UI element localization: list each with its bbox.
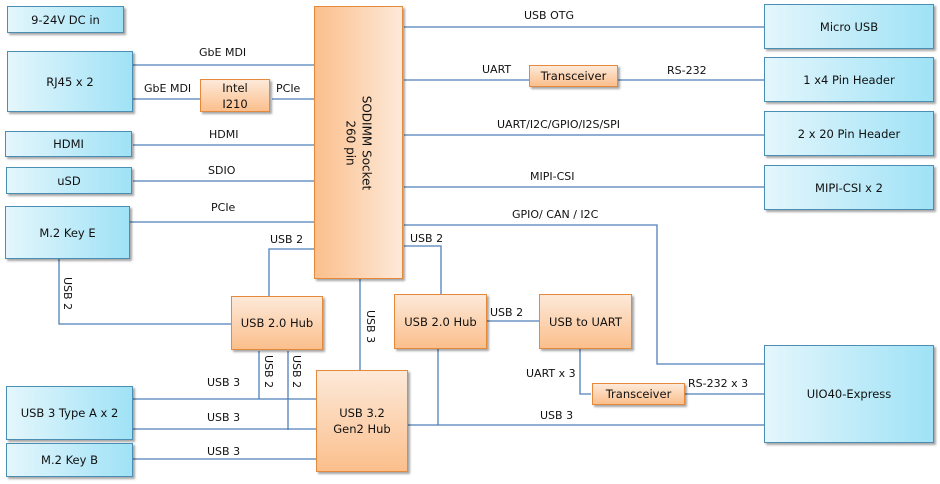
sodimm-pins-label: 260 pin <box>343 119 358 166</box>
usb32-hub-block: USB 3.2 Gen2 Hub <box>316 370 408 472</box>
rj45-label: RJ45 x 2 <box>46 74 94 89</box>
label-usb3-uio: USB 3 <box>540 409 574 422</box>
m2-key-e-block: M.2 Key E <box>5 206 130 259</box>
transceiver-bottom-block: Transceiver <box>592 383 685 405</box>
label-uart: UART <box>482 63 512 76</box>
line-usb2-sodimm-left <box>268 248 316 296</box>
label-pcie-m2e: PCIe <box>211 201 236 214</box>
label-usb3-m2b: USB 3 <box>207 445 241 458</box>
pin-header-1x4-block: 1 x4 Pin Header <box>764 57 934 102</box>
label-rs232-x3: RS-232 x 3 <box>688 377 749 390</box>
mipi-csi-x2-label: MIPI-CSI x 2 <box>815 180 883 195</box>
transceiver-top-label: Transceiver <box>540 69 607 83</box>
label-gpio-can: GPIO/ CAN / I2C <box>512 208 599 221</box>
line-uart-x3 <box>579 349 591 395</box>
label-usb3-typea-1: USB 3 <box>207 376 241 389</box>
label-mipi-csi: MIPI-CSI <box>530 170 575 183</box>
mipi-csi-x2-block: MIPI-CSI x 2 <box>764 165 934 210</box>
pin-header-2x20-block: 2 x 20 Pin Header <box>764 111 934 156</box>
usb20-hub-right-label: USB 2.0 Hub <box>404 314 477 329</box>
label-usb3-typea-2: USB 3 <box>207 411 241 424</box>
label-gbe-mdi-top: GbE MDI <box>199 46 247 59</box>
rj45-block: RJ45 x 2 <box>7 51 133 112</box>
line-usb2-m2e <box>58 259 232 325</box>
line-gpio-can <box>404 224 764 365</box>
line-usb2-sodimm-right <box>404 245 442 295</box>
dc-in-block: 9-24V DC in <box>7 6 124 33</box>
usb20-hub-left-label: USB 2.0 Hub <box>240 316 314 330</box>
hdmi-block: HDMI <box>5 131 132 157</box>
m2-key-b-label: M.2 Key B <box>41 453 98 467</box>
pin-header-2x20-label: 2 x 20 Pin Header <box>797 126 901 141</box>
gen2-hub-label: Gen2 Hub <box>333 422 391 436</box>
m2-key-b-block: M.2 Key B <box>6 443 133 477</box>
usb-to-uart-block: USB to UART <box>539 294 632 349</box>
transceiver-bottom-label: Transceiver <box>605 387 672 401</box>
usb20-hub-left-block: USB 2.0 Hub <box>231 296 323 350</box>
micro-usb-block: Micro USB <box>764 4 934 49</box>
i210-label: I210 <box>222 96 248 111</box>
label-usb3-sodimm: USB 3 <box>364 310 377 344</box>
dc-in-label: 9-24V DC in <box>31 12 100 27</box>
label-pcie-intel: PCIe <box>276 82 301 95</box>
label-usb2-sodimm-left: USB 2 <box>270 233 304 246</box>
label-gbe-mdi-bottom: GbE MDI <box>144 82 192 95</box>
m2-key-e-label: M.2 Key E <box>39 225 96 240</box>
micro-usb-label: Micro USB <box>819 19 879 34</box>
intel-label: Intel <box>222 80 248 95</box>
label-usb-otg: USB OTG <box>524 9 574 22</box>
usb20-hub-right-block: USB 2.0 Hub <box>394 294 487 349</box>
label-usb2-m2e: USB 2 <box>61 277 74 311</box>
uio40-express-block: UIO40-Express <box>764 345 934 443</box>
label-uart-x3: UART x 3 <box>526 367 576 380</box>
usb3-type-a-block: USB 3 Type A x 2 <box>6 386 133 440</box>
usb32-label: USB 3.2 <box>339 406 385 420</box>
uio40-express-label: UIO40-Express <box>806 387 892 401</box>
label-rs232: RS-232 <box>667 64 707 77</box>
intel-i210-block: Intel I210 <box>200 79 270 112</box>
label-uart-i2c: UART/I2C/GPIO/I2S/SPI <box>497 118 621 131</box>
label-usb2-hub-b: USB 2 <box>290 355 303 389</box>
label-sdio: SDIO <box>208 164 236 177</box>
sodimm-socket-block: SODIMM Socket 260 pin <box>314 6 403 279</box>
usd-label: uSD <box>57 173 81 188</box>
transceiver-top-block: Transceiver <box>529 65 618 87</box>
label-usb2-hub-uart: USB 2 <box>490 306 524 319</box>
usb3-type-a-label: USB 3 Type A x 2 <box>20 406 119 420</box>
label-usb2-sodimm-right: USB 2 <box>410 232 444 245</box>
label-usb2-hub-a: USB 2 <box>262 355 275 389</box>
hdmi-label: HDMI <box>53 137 84 151</box>
pin-header-1x4-label: 1 x4 Pin Header <box>803 72 895 87</box>
usb-to-uart-label: USB to UART <box>549 314 622 329</box>
label-hdmi: HDMI <box>209 128 239 141</box>
usd-block: uSD <box>6 167 132 194</box>
sodimm-label: SODIMM Socket <box>359 95 374 190</box>
